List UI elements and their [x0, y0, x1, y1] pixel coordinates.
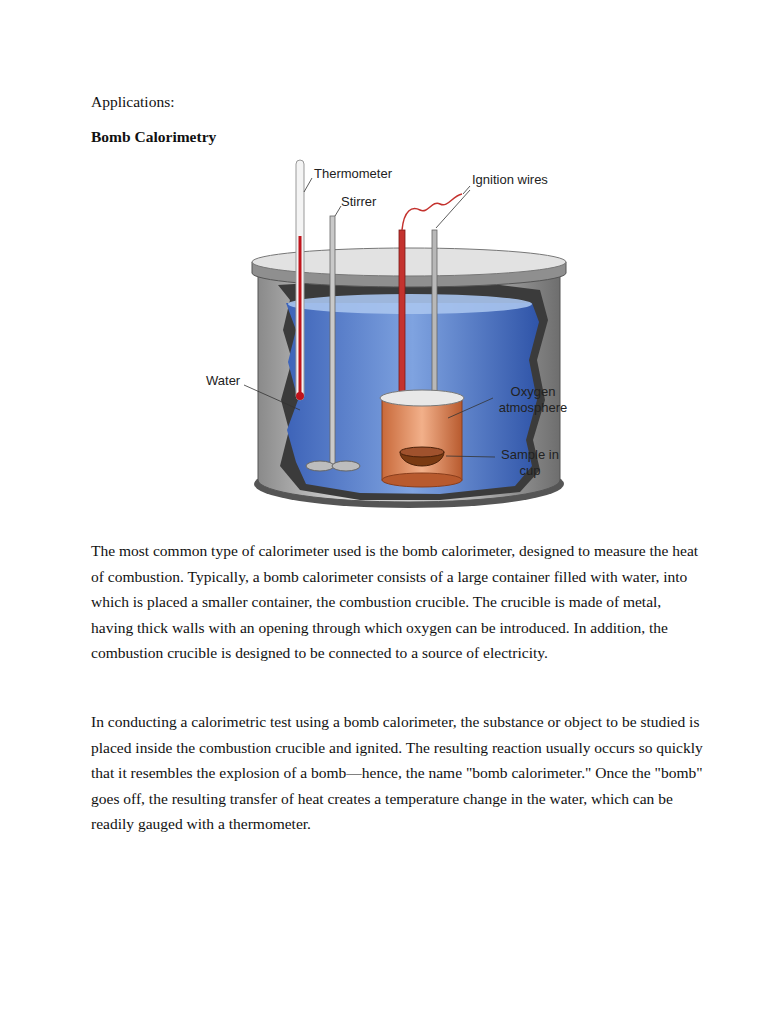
water	[286, 303, 539, 494]
bomb-lid	[380, 390, 464, 406]
part-label: Oxygen atmosphere	[494, 384, 572, 416]
paragraph: The most common type of calorimeter used…	[91, 538, 703, 666]
propeller	[332, 461, 360, 471]
bomb-base	[382, 473, 462, 487]
paragraph: In conducting a calorimetric test using …	[91, 709, 703, 837]
part-label: Stirrer	[341, 194, 376, 210]
part-label: Ignition wires	[472, 172, 548, 188]
water-surface	[288, 294, 532, 314]
bomb	[382, 398, 462, 480]
sample	[400, 447, 444, 457]
part-label: Water	[206, 373, 240, 389]
thermometer-bulb	[296, 392, 304, 400]
ignition-wire	[402, 194, 462, 230]
thermometer-column	[299, 236, 302, 396]
stirrer	[330, 216, 335, 466]
heading: Applications:	[91, 89, 175, 115]
thermometer	[296, 160, 304, 400]
cutaway	[278, 280, 548, 500]
part-label: Thermometer	[314, 166, 392, 182]
ignition-rod	[432, 230, 437, 400]
propeller	[306, 461, 334, 471]
ignition-rod	[399, 230, 405, 400]
section-title: Bomb Calorimetry	[91, 124, 216, 150]
part-label: Sample in cup	[494, 447, 566, 479]
leader-lines	[244, 178, 495, 457]
